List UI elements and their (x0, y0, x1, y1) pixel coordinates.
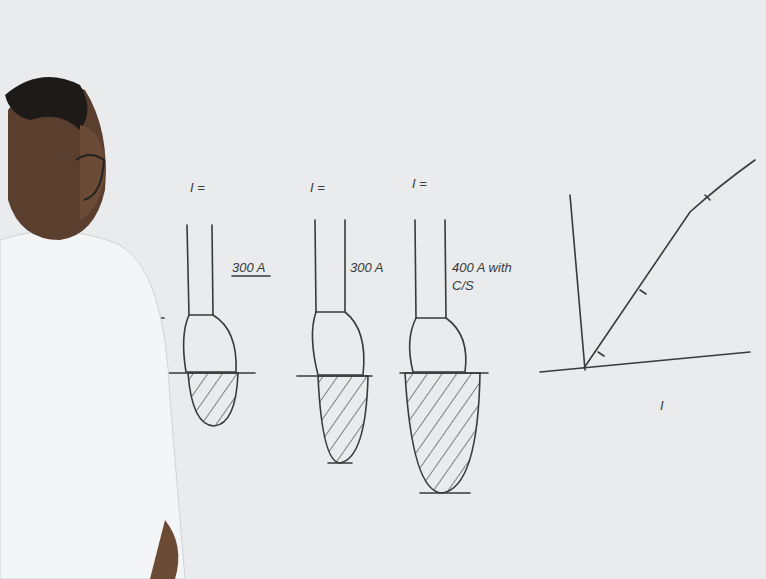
electrodes (140, 160, 755, 493)
board-label: I = (310, 178, 325, 196)
board-label: 400 A with C/S (452, 258, 516, 294)
board-label: I (660, 396, 664, 414)
lecturer (0, 77, 185, 579)
board-label: I = (190, 178, 205, 196)
board-label: 300 A (232, 258, 266, 276)
handwritten-label: 300 A (232, 260, 266, 275)
handwritten-label: 300 A (350, 260, 384, 275)
handwritten-label: I = (190, 180, 205, 195)
handwritten-label: I (660, 398, 664, 413)
handwritten-label: 400 A with C/S (452, 260, 512, 293)
board-label: 300 A (350, 258, 384, 276)
handwritten-label: I = (310, 180, 325, 195)
handwritten-label: I = (412, 176, 427, 191)
board-label: I = (412, 174, 427, 192)
